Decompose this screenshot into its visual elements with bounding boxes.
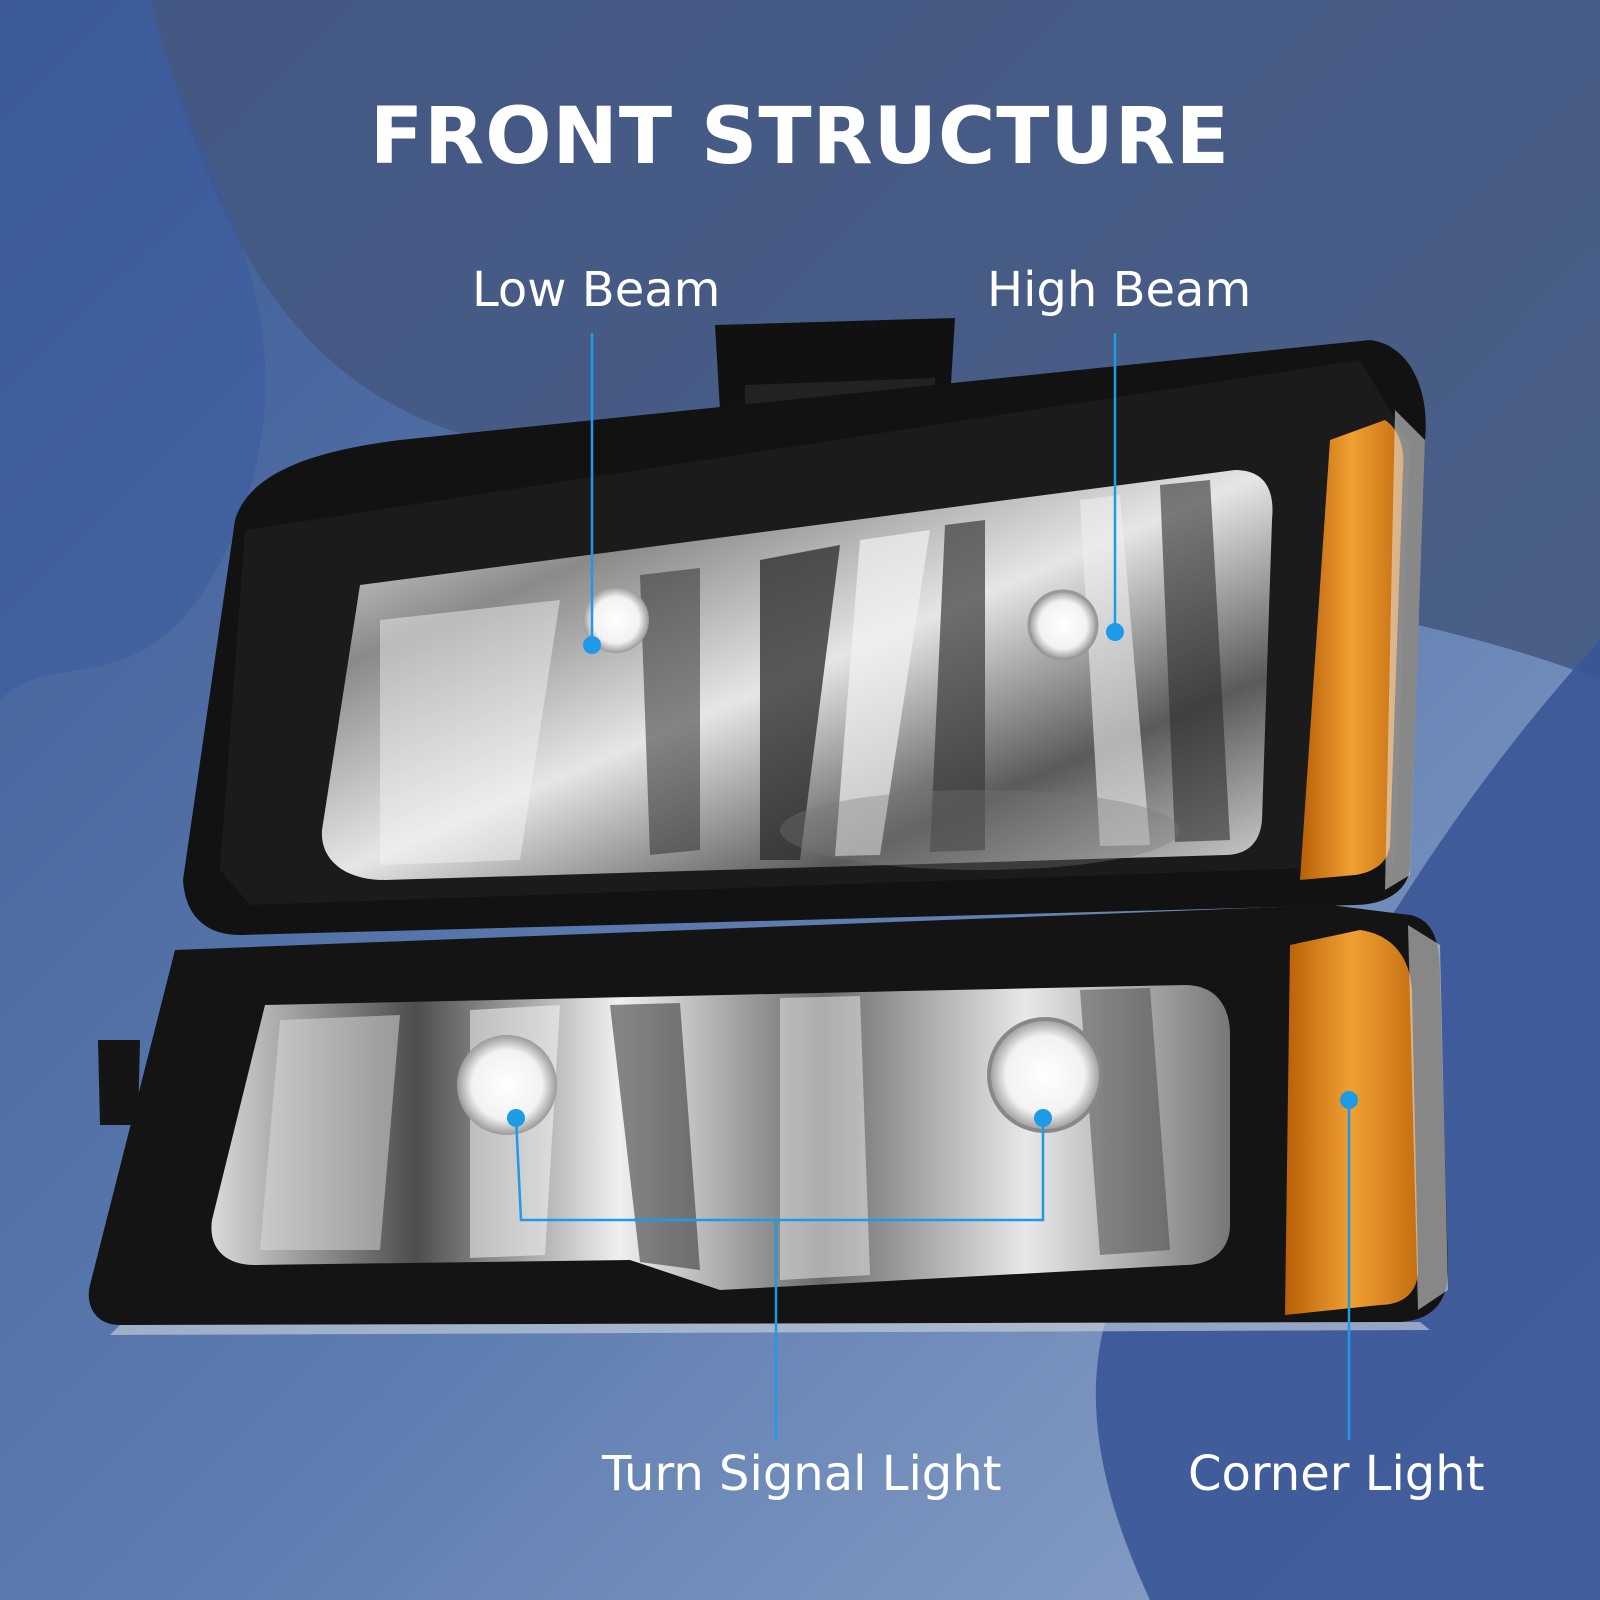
low-beam-label: Low Beam — [472, 262, 721, 318]
low-beam-dot — [583, 636, 601, 654]
upper-amber-marker — [1300, 420, 1404, 880]
page-title: FRONT STRUCTURE — [369, 92, 1231, 182]
turn-signal-callout-line — [514, 1117, 1045, 1222]
turn-signal-bulb-left — [457, 1035, 557, 1135]
turn-signal-dot-right — [1034, 1109, 1052, 1127]
corner-amber-lens — [1285, 930, 1418, 1315]
background-shape-left — [0, 0, 266, 700]
upper-headlight — [183, 318, 1426, 935]
high-beam-label: High Beam — [987, 262, 1252, 318]
high-beam-bulb — [1027, 589, 1099, 661]
corner-light-label: Corner Light — [1188, 1446, 1485, 1502]
lower-signal-light — [88, 905, 1448, 1335]
turn-signal-bulb-right — [987, 1017, 1103, 1133]
corner-light-dot — [1340, 1091, 1358, 1109]
low-beam-bulb — [583, 587, 649, 653]
high-beam-dot — [1106, 623, 1124, 641]
callout-lines — [514, 333, 1351, 1440]
turn-signal-label: Turn Signal Light — [602, 1446, 1002, 1502]
turn-signal-dot-left — [507, 1109, 525, 1127]
callout-dots — [507, 623, 1358, 1127]
mounting-clip — [98, 1040, 140, 1125]
